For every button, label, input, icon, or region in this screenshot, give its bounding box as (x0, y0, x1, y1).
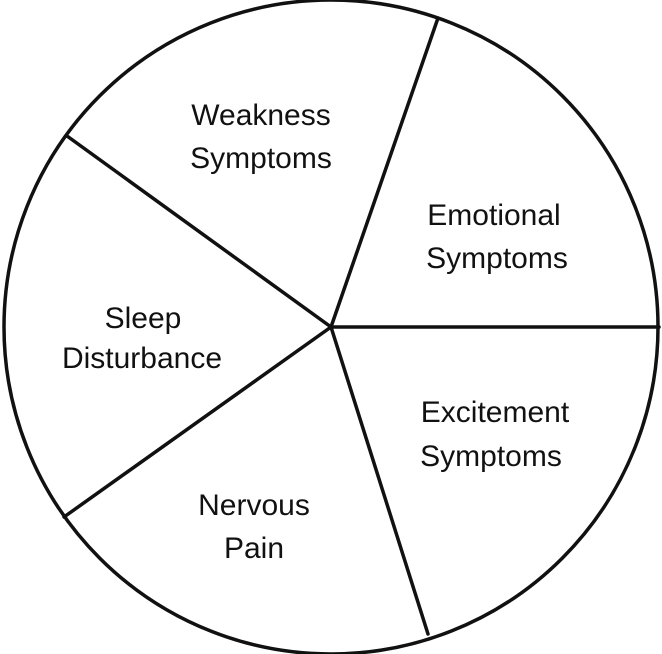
segment-label-line2: Disturbance (62, 342, 222, 375)
segment-sleep: Sleep Disturbance (62, 302, 222, 375)
segment-label-line2: Symptoms (426, 242, 568, 275)
segment-label-line1: Excitement (421, 396, 570, 429)
divider-weakness-emotional (329, 16, 440, 329)
segment-label-line2: Symptoms (420, 440, 562, 473)
divider-nervous-sleep (62, 325, 333, 519)
divider-excitement-nervous (329, 325, 430, 636)
segment-label-line1: Sleep (105, 302, 182, 335)
segment-weakness: Weakness Symptoms (190, 99, 332, 175)
segment-label-line2: Symptoms (190, 142, 332, 175)
segment-label-line1: Nervous (198, 489, 310, 522)
segment-label-line2: Pain (224, 532, 284, 565)
segment-label-line1: Weakness (191, 99, 331, 132)
segment-emotional: Emotional Symptoms (426, 199, 568, 275)
segment-label-line1: Emotional (427, 199, 560, 232)
segment-excitement: Excitement Symptoms (420, 396, 570, 473)
divider-sleep-weakness (65, 134, 333, 329)
segment-nervous: Nervous Pain (198, 489, 310, 565)
